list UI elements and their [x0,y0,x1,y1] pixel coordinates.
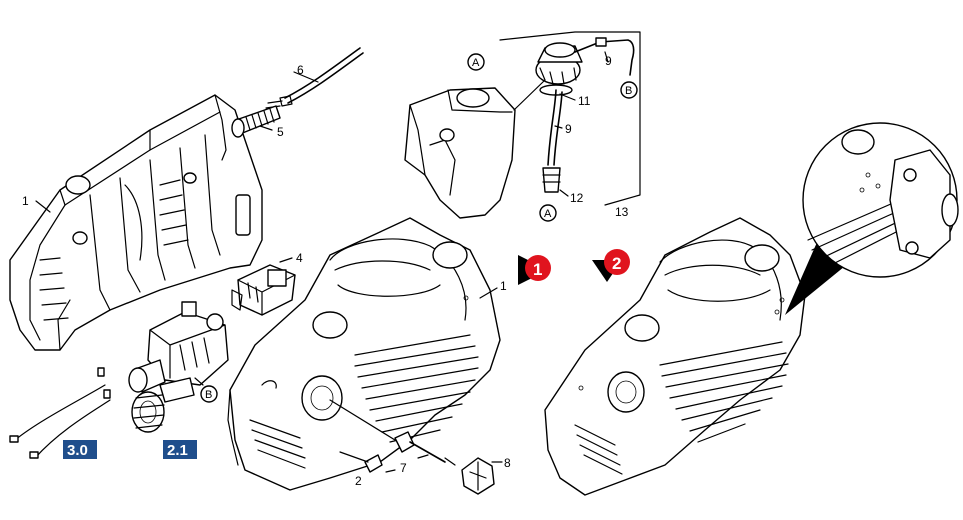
label-part-1-left: 1 [22,194,29,208]
tank-cap-assembly [499,31,641,206]
step-markers: 1 2 [518,249,630,285]
rotary-knob [461,457,495,495]
label-part-5: 5 [277,125,284,139]
label-part-13: 13 [615,205,629,219]
screw [339,451,383,473]
pump-motor-assembly [128,301,229,433]
cable-gland [231,105,281,138]
ref-box-3-0 [63,440,97,459]
switch-unit [231,264,296,316]
wiring-harness [9,367,111,459]
circle-b-pump-text: B [205,389,212,401]
hose-connector [329,399,456,466]
label-part-9-hose: 9 [565,122,572,136]
label-part-8: 8 [504,456,511,470]
label-part-7: 7 [400,461,407,475]
housing-assembled [544,217,806,496]
ref-box-2-1 [163,440,197,459]
ref-box-3-0-text: 3.0 [67,442,88,459]
ref-box-2-1-text: 2.1 [167,442,188,459]
circle-a-tank [467,53,485,71]
power-cable [265,47,364,109]
leader-lines [35,51,609,473]
label-part-11: 11 [578,94,591,108]
circle-a-hose [539,204,557,222]
step-1-text: 1 [533,260,542,279]
circle-b-cap-text: B [625,85,632,97]
circle-b-pump [200,385,218,403]
reference-boxes: 3.0 2.1 [63,440,197,459]
housing-front-half [227,217,501,491]
circle-reference-labels: A A B B [200,53,638,403]
label-part-1-center: 1 [500,279,507,293]
detail-magnifier [785,122,959,315]
step-1-marker [525,255,551,281]
part-number-labels: 1 1 2 4 5 6 7 8 9 9 11 12 13 [22,54,629,488]
label-part-4: 4 [296,251,303,265]
step-2-marker [604,249,630,275]
housing-rear-half [9,94,263,351]
label-part-6: 6 [297,63,304,77]
label-part-9-top: 9 [605,54,612,68]
detergent-tank [404,87,516,219]
step-2-text: 2 [612,254,621,273]
circle-b-cap [620,81,638,99]
circle-a-hose-text: A [544,208,552,220]
circle-a-tank-text: A [472,57,480,69]
label-part-2: 2 [355,474,362,488]
label-part-12: 12 [570,191,584,205]
